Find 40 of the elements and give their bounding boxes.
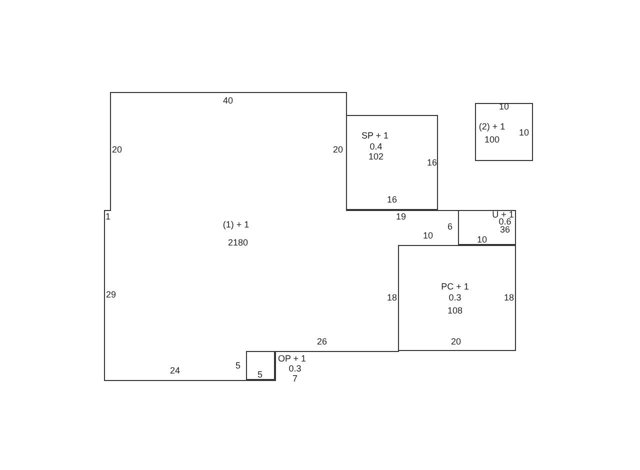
dimension-label: 10 <box>423 232 433 240</box>
area-outline <box>475 103 533 161</box>
area-value: 0.6 <box>498 218 512 226</box>
dimension-label: 20 <box>451 338 461 346</box>
dimension-label: 6 <box>448 222 452 232</box>
area-outline <box>458 210 516 245</box>
area-name: (2) + 1 <box>478 122 506 132</box>
area-value: 7 <box>292 374 298 384</box>
area-outline <box>346 115 438 210</box>
area-name: OP + 1 <box>278 354 306 364</box>
dimension-label: 10 <box>519 128 529 138</box>
area-name: U + 1 <box>492 210 514 220</box>
dimension-label: 16 <box>427 158 437 168</box>
area-value: 0.4 <box>370 142 382 152</box>
area-value: 2180 <box>228 238 248 248</box>
area-value: 108 <box>447 306 463 316</box>
area-value: 100 <box>484 136 500 144</box>
area-value: 36 <box>500 226 510 234</box>
dimension-label: 26 <box>317 338 327 346</box>
dimension-label: 10 <box>499 102 509 112</box>
dimension-label: 10 <box>477 236 487 244</box>
dimension-label: 24 <box>170 366 180 376</box>
dimension-label: 1 <box>106 212 110 222</box>
dimension-label: 5 <box>236 362 240 370</box>
area-value: 0.3 <box>448 294 462 302</box>
dimension-label: 29 <box>106 290 116 300</box>
area-value: 102 <box>368 152 384 162</box>
area-name: (1) + 1 <box>222 220 250 230</box>
dimension-label: 19 <box>396 212 406 222</box>
dimension-label: 18 <box>387 294 397 302</box>
area-outline <box>398 245 516 351</box>
area-name: PC + 1 <box>441 282 469 292</box>
dimension-label: 20 <box>112 146 122 154</box>
dimension-label: 18 <box>504 294 514 302</box>
dimension-label: 20 <box>333 146 343 154</box>
area-name: SP + 1 <box>361 132 389 140</box>
dimension-label: 40 <box>223 96 233 106</box>
dimension-label: 16 <box>387 196 397 204</box>
area-value: 0.3 <box>288 364 302 374</box>
dimension-label: 5 <box>258 370 262 380</box>
